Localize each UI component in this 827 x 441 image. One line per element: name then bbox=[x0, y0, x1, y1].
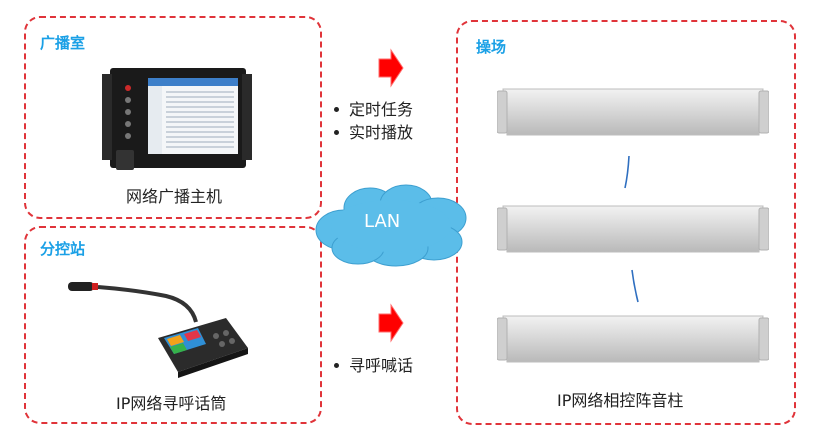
column-speaker-icon bbox=[497, 88, 769, 136]
link-line bbox=[631, 269, 639, 303]
column-speaker-icon bbox=[497, 315, 769, 363]
zone-substation: 分控站 bbox=[24, 226, 322, 424]
list-item-label: 寻呼喊话 bbox=[349, 356, 414, 375]
list-item: 实时播放 bbox=[334, 121, 413, 144]
list-item-label: 实时播放 bbox=[349, 123, 414, 142]
paging-microphone-label: IP网络寻呼话筒 bbox=[116, 394, 227, 413]
column-speaker-label: IP网络相控阵音柱 bbox=[557, 391, 684, 410]
zone-title-broadcast-room: 广播室 bbox=[40, 34, 86, 52]
zone-title-substation: 分控站 bbox=[40, 240, 86, 258]
broadcast-host-label: 网络广播主机 bbox=[126, 187, 223, 206]
paging-functions-list: 寻呼喊话 bbox=[334, 354, 413, 377]
broadcast-host-icon bbox=[102, 68, 252, 170]
arrow-right-icon bbox=[378, 303, 404, 343]
paging-microphone-icon bbox=[68, 282, 248, 378]
link-line bbox=[624, 155, 630, 189]
scheduled-functions-list: 定时任务 实时播放 bbox=[334, 98, 413, 144]
arrow-right-icon bbox=[378, 48, 404, 88]
zone-broadcast-room: 广播室 bbox=[24, 16, 322, 219]
list-item: 定时任务 bbox=[334, 98, 413, 121]
zone-title-playground: 操场 bbox=[476, 38, 507, 56]
list-item: 寻呼喊话 bbox=[334, 354, 413, 377]
lan-label: LAN bbox=[364, 211, 401, 232]
lan-cloud-icon bbox=[315, 184, 467, 267]
list-item-label: 定时任务 bbox=[349, 100, 414, 119]
column-speaker-icon bbox=[497, 205, 769, 253]
